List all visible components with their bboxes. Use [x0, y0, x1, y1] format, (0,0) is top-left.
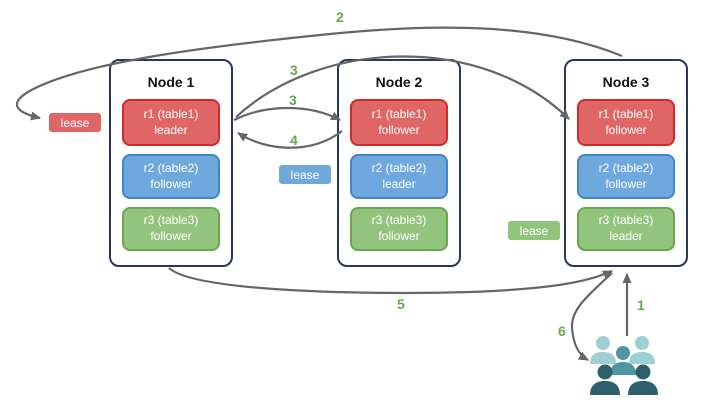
arrow-step-3-to-node2: [233, 106, 341, 121]
lease-label: lease: [519, 223, 549, 238]
replica-node1-r3: r3 (table3) follower: [122, 207, 220, 251]
replica-role: follower: [605, 122, 647, 137]
replica-node2-r2: r2 (table2) leader: [350, 154, 448, 199]
replica-role: leader: [154, 122, 188, 137]
replica-node3-r1: r1 (table1) follower: [577, 99, 675, 146]
replica-name: r2 (table2): [598, 160, 654, 175]
replica-role: follower: [150, 176, 192, 191]
step-label-6: 6: [558, 323, 566, 339]
step-label-1: 1: [637, 297, 645, 313]
node-card-3: Node 3 r1 (table1) follower r2 (table2) …: [564, 59, 688, 267]
person-icon-front-right: [628, 364, 658, 395]
replica-role: follower: [378, 229, 420, 243]
replica-role: follower: [150, 229, 192, 243]
replica-name: r1 (table1): [143, 106, 199, 121]
replica-node2-r1: r1 (table1) follower: [350, 99, 448, 146]
step-label-3b: 3: [289, 92, 297, 108]
person-icon-back-right: [629, 336, 655, 364]
node-title: Node 1: [147, 74, 195, 90]
replica-role: leader: [609, 229, 643, 243]
lease-label: lease: [290, 167, 320, 182]
step-label-5: 5: [397, 296, 405, 312]
users-group-icon: [590, 336, 658, 395]
step-label-3a: 3: [290, 62, 298, 78]
replica-name: r3 (table3): [143, 213, 199, 228]
person-icon-middle: [610, 346, 636, 375]
replica-node3-r3: r3 (table3) leader: [577, 207, 675, 251]
replica-name: r2 (table2): [371, 160, 427, 175]
replica-role: leader: [382, 176, 416, 191]
replica-role: follower: [378, 122, 420, 137]
lease-badge-blue: lease: [278, 164, 332, 185]
person-icon-front-left: [590, 364, 620, 395]
person-icon-back-left: [590, 336, 616, 364]
replica-node1-r2: r2 (table2) follower: [122, 154, 220, 199]
replica-node2-r3: r3 (table3) follower: [350, 207, 448, 251]
replica-node3-r2: r2 (table2) follower: [577, 154, 675, 199]
lease-badge-red: lease: [48, 112, 102, 133]
node-card-2: Node 2 r1 (table1) follower r2 (table2) …: [337, 59, 461, 267]
arrow-step-2: [15, 26, 623, 121]
step-label-2: 2: [336, 9, 344, 25]
replica-name: r3 (table3): [598, 213, 654, 228]
node-title: Node 2: [375, 74, 423, 90]
step-label-4: 4: [290, 132, 298, 148]
replica-node1-r1: r1 (table1) leader: [122, 99, 220, 146]
replica-name: r2 (table2): [143, 160, 199, 175]
node-title: Node 3: [602, 74, 650, 90]
replica-name: r1 (table1): [371, 106, 427, 121]
lease-label: lease: [60, 115, 90, 130]
replica-name: r1 (table1): [598, 106, 654, 121]
arrow-step-5: [168, 267, 613, 295]
lease-badge-green: lease: [507, 220, 561, 241]
replica-name: r3 (table3): [371, 213, 427, 228]
node-card-1: Node 1 r1 (table1) leader r2 (table2) fo…: [109, 59, 233, 267]
replica-role: follower: [605, 176, 647, 191]
